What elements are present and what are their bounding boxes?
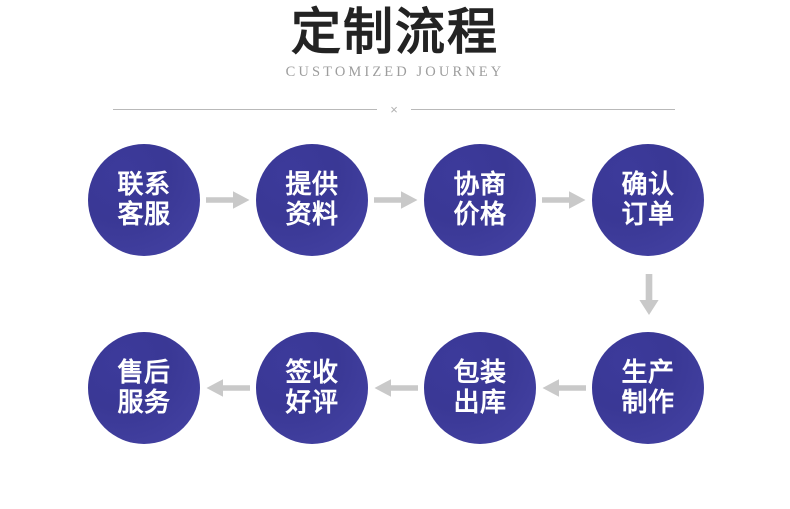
flow-node-label-line1: 联系 — [117, 170, 171, 200]
flow-node-label-line2: 订单 — [621, 200, 675, 230]
flow-node-label-line2: 资料 — [285, 200, 339, 230]
flow-node-label-line2: 制作 — [621, 388, 675, 418]
flow-node-label-line1: 确认 — [621, 170, 675, 200]
divider-rule-left — [113, 108, 378, 110]
arrow-left-icon — [206, 378, 250, 398]
flow-row-1: 联系 客服 提供 资料 协商 价格 确认 订单 — [0, 144, 790, 256]
flow-node-after-sales-service[interactable]: 售后 服务 — [88, 332, 200, 444]
flow-node-production[interactable]: 生产 制作 — [592, 332, 704, 444]
flow-node-provide-materials[interactable]: 提供 资料 — [256, 144, 368, 256]
flow-node-label-line1: 生产 — [621, 358, 675, 388]
page-subtitle: CUSTOMIZED JOURNEY — [285, 64, 505, 80]
arrow-right-icon — [374, 190, 418, 210]
flow-node-label-line2: 服务 — [117, 388, 171, 418]
flow-node-label-line1: 提供 — [285, 170, 339, 200]
divider-rule-right — [410, 108, 675, 110]
flow-node-label-line1: 签收 — [285, 358, 339, 388]
arrow-down-icon — [634, 274, 664, 316]
flow-node-contact-service[interactable]: 联系 客服 — [88, 144, 200, 256]
header: 定制流程 CUSTOMIZED JOURNEY — [0, 0, 790, 80]
arrow-right-icon — [206, 190, 250, 210]
arrow-right-icon — [542, 190, 586, 210]
flow-node-label-line2: 客服 — [117, 200, 171, 230]
flow-node-label-line1: 协商 — [453, 170, 507, 200]
header-divider: × — [113, 101, 675, 117]
flow-node-label-line2: 好评 — [285, 388, 339, 418]
flow-row-2: 售后 服务 签收 好评 包装 出库 生产 制作 — [0, 332, 790, 444]
flow-node-confirm-order[interactable]: 确认 订单 — [592, 144, 704, 256]
flow-node-sign-and-review[interactable]: 签收 好评 — [256, 332, 368, 444]
arrow-left-icon — [374, 378, 418, 398]
flow-node-packaging-shipping[interactable]: 包装 出库 — [424, 332, 536, 444]
flow-node-label-line2: 价格 — [453, 200, 507, 230]
arrow-left-icon — [542, 378, 586, 398]
flow-node-negotiate-price[interactable]: 协商 价格 — [424, 144, 536, 256]
flow-node-label-line1: 包装 — [453, 358, 507, 388]
page-title: 定制流程 — [291, 3, 499, 61]
divider-cross-icon: × — [390, 101, 398, 117]
flow-node-label-line1: 售后 — [117, 358, 171, 388]
flow-node-label-line2: 出库 — [453, 388, 507, 418]
